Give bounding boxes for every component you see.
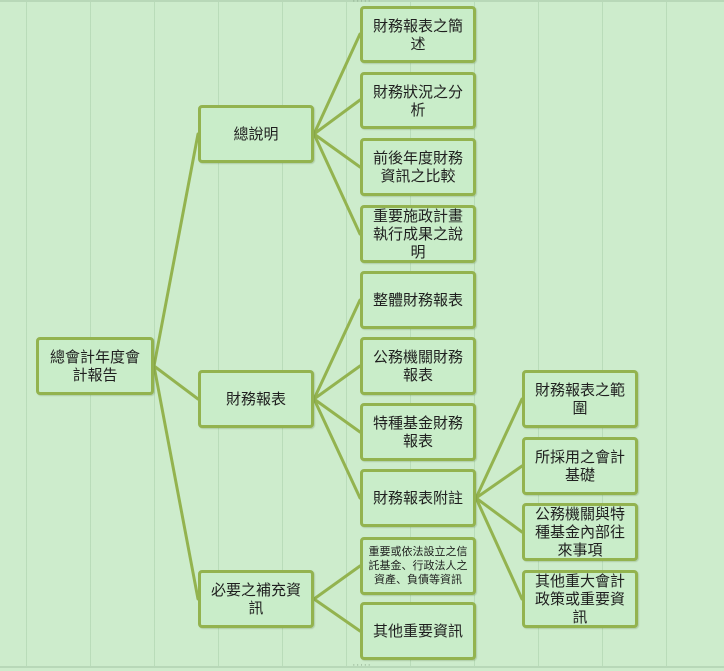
node-internal-transactions[interactable]: 公務機關與特種基金內部往來事項: [522, 503, 638, 561]
node-other-policies[interactable]: 其他重大會計政策或重要資訊: [522, 570, 638, 628]
node-year-comparison[interactable]: 前後年度財務資訊之比較: [360, 138, 476, 196]
node-other-important-info[interactable]: 其他重要資訊: [360, 602, 476, 660]
branch-node-statements[interactable]: 財務報表: [198, 370, 314, 428]
bottom-resize-handle[interactable]: ·····: [352, 661, 372, 671]
branch-node-summary[interactable]: 總說明: [198, 105, 314, 163]
connector-supplementary-2: [312, 597, 362, 633]
node-statement-notes[interactable]: 財務報表附註: [360, 469, 476, 527]
node-trust-fund-info[interactable]: 重要或依法設立之信託基金、行政法人之資產、負債等資訊: [360, 537, 476, 595]
connector-notes-2: [474, 464, 524, 500]
connector-summary-4: [312, 132, 362, 236]
connector-notes-1: [474, 397, 524, 500]
node-statements-overview[interactable]: 財務報表之簡述: [360, 6, 476, 63]
connector-notes-3: [474, 496, 524, 534]
connector-statements-4: [312, 397, 362, 500]
branch-node-supplementary[interactable]: 必要之補充資訊: [198, 570, 314, 628]
connector-notes-4: [474, 496, 524, 601]
connector-supplementary-1: [312, 564, 362, 601]
top-resize-handle[interactable]: ·····: [352, 0, 372, 7]
top-border: [0, 0, 724, 2]
node-financial-analysis[interactable]: 財務狀況之分析: [360, 72, 476, 129]
bottom-border: [0, 666, 724, 668]
connector-statements-2: [312, 364, 362, 401]
node-scope[interactable]: 財務報表之範圍: [522, 370, 638, 428]
node-special-fund-statements[interactable]: 特種基金財務報表: [360, 403, 476, 461]
connector-statements-3: [312, 397, 362, 434]
connector-summary-2: [312, 98, 362, 136]
connector-summary-3: [312, 132, 362, 169]
node-policy-results[interactable]: 重要施政計畫執行成果之說明: [360, 205, 476, 263]
root-node[interactable]: 總會計年度會計報告: [36, 337, 154, 395]
connector-root-to-statements: [152, 364, 200, 401]
connector-root-to-summary: [152, 132, 200, 368]
node-consolidated-statements[interactable]: 整體財務報表: [360, 271, 476, 329]
connector-summary-1: [312, 32, 362, 136]
connector-statements-1: [312, 298, 362, 401]
node-public-agency-statements[interactable]: 公務機關財務報表: [360, 337, 476, 395]
connector-root-to-supplementary: [152, 364, 200, 601]
node-accounting-basis[interactable]: 所採用之會計基礎: [522, 437, 638, 495]
